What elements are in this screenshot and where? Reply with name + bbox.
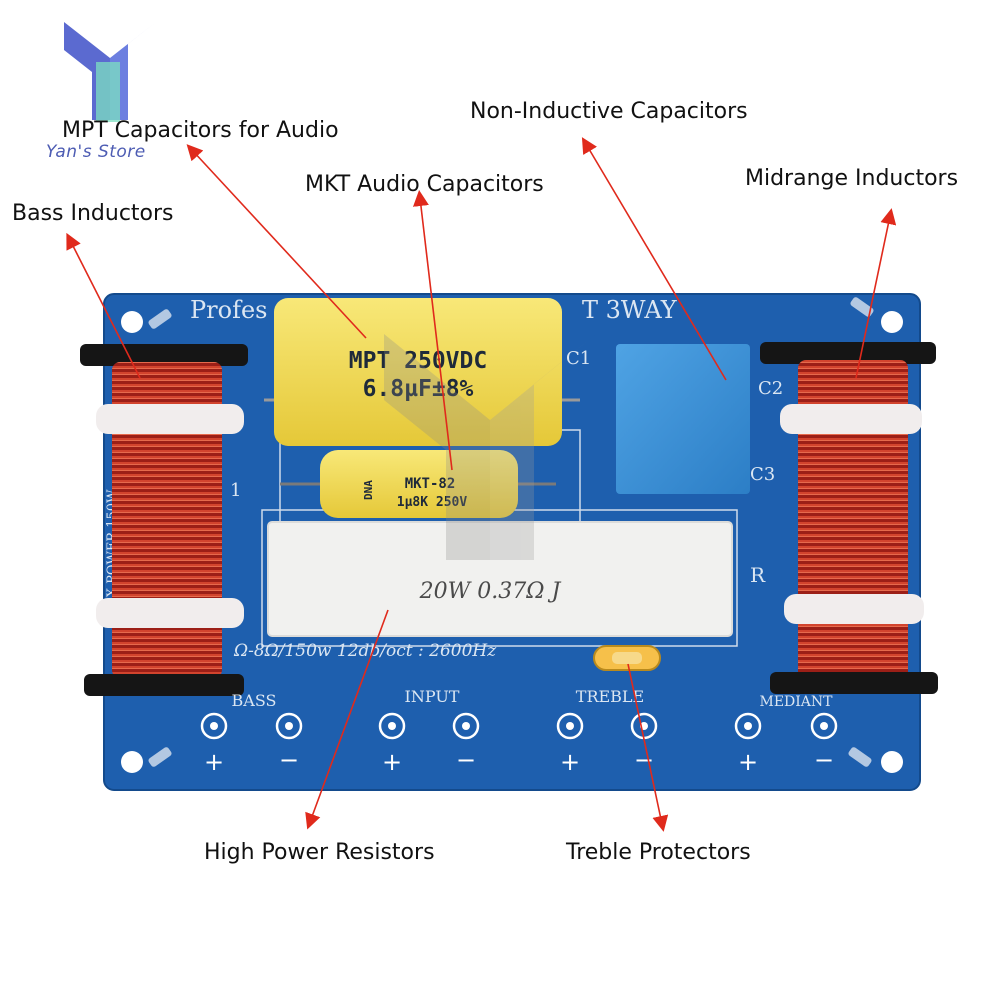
ref-c1: C1 (566, 348, 591, 369)
screw-icon (848, 747, 872, 767)
mounting-hole (121, 751, 143, 773)
terminal-block: BASS INPUT TREBLE MEDIANT + − + − + − (200, 687, 838, 776)
arrow-bass (66, 232, 141, 379)
terminal-pad (810, 712, 838, 740)
arrow-mkt (412, 190, 453, 471)
terminal-pad (275, 712, 303, 740)
mounting-hole (121, 311, 143, 333)
board-title-right: T 3WAY (582, 296, 678, 324)
resistor-marking: 20W 0.37Ω J (419, 579, 562, 604)
callout-arrows (66, 137, 897, 832)
screw-icon (148, 309, 172, 329)
board-title-left: Profes (190, 296, 267, 324)
mkt-cap-line1: MKT-82 (405, 476, 456, 492)
callout-midrange-inductors: Midrange Inductors (745, 166, 959, 191)
terminal-plus: + (204, 748, 224, 776)
mkt-capacitor: DNA MKT-82 1µ8K 250V (280, 450, 556, 518)
board-spec-line: Ω-8Ω/150w 12db/oct : 2600Hz (233, 641, 497, 661)
ref-c2: C2 (758, 378, 783, 399)
treble-protector (593, 645, 661, 671)
mpt-cap-line2: 6.8µF±8% (363, 376, 474, 402)
terminal-pad (452, 712, 480, 740)
arrow-mpt (186, 144, 367, 339)
non-inductive-capacitor (616, 344, 750, 494)
callout-treble-protectors: Treble Protectors (566, 840, 751, 865)
terminal-label-treble: TREBLE (576, 687, 644, 706)
terminal-label-mediant: MEDIANT (759, 694, 833, 710)
terminal-minus: − (634, 746, 654, 774)
watermark-logo (384, 334, 596, 560)
callout-high-power-resistors: High Power Resistors (204, 840, 435, 865)
callout-mkt-capacitors: MKT Audio Capacitors (305, 172, 544, 197)
callout-mpt-capacitors: MPT Capacitors for Audio (62, 118, 339, 143)
terminal-minus: − (814, 746, 834, 774)
terminal-minus: − (456, 746, 476, 774)
arrow-non-inductive (581, 137, 727, 381)
ref-c3: C3 (750, 464, 775, 485)
ref-l1: 1 (230, 480, 241, 501)
screw-icon (850, 297, 874, 317)
mpt-cap-line1: MPT 250VDC (349, 348, 487, 374)
terminal-pad (734, 712, 762, 740)
mkt-cap-brand: DNA (362, 480, 375, 500)
callout-non-inductive-capacitors: Non-Inductive Capacitors (470, 99, 748, 124)
store-logo (64, 22, 156, 122)
terminal-label-bass: BASS (232, 691, 277, 710)
arrow-resistor (305, 609, 389, 830)
arrow-treble (627, 663, 669, 832)
mkt-cap-line2: 1µ8K 250V (397, 495, 468, 510)
screw-icon (148, 747, 172, 767)
terminal-pad (556, 712, 584, 740)
mpt-capacitor: MPT 250VDC 6.8µF±8% (264, 298, 580, 446)
midrange-inductor (760, 342, 938, 694)
high-power-resistor: 20W 0.37Ω J (267, 521, 733, 637)
terminal-plus: + (560, 748, 580, 776)
terminal-plus: + (382, 748, 402, 776)
ref-r: R (750, 563, 766, 587)
terminal-plus: + (738, 748, 758, 776)
terminal-label-input: INPUT (405, 687, 460, 706)
terminal-pad (200, 712, 228, 740)
callout-bass-inductors: Bass Inductors (12, 201, 174, 226)
bass-inductor (80, 344, 248, 696)
terminal-minus: − (279, 746, 299, 774)
store-name: Yan's Store (46, 142, 146, 162)
mounting-hole (881, 751, 903, 773)
arrow-midrange (855, 208, 897, 379)
terminal-pad (378, 712, 406, 740)
mounting-hole (881, 311, 903, 333)
